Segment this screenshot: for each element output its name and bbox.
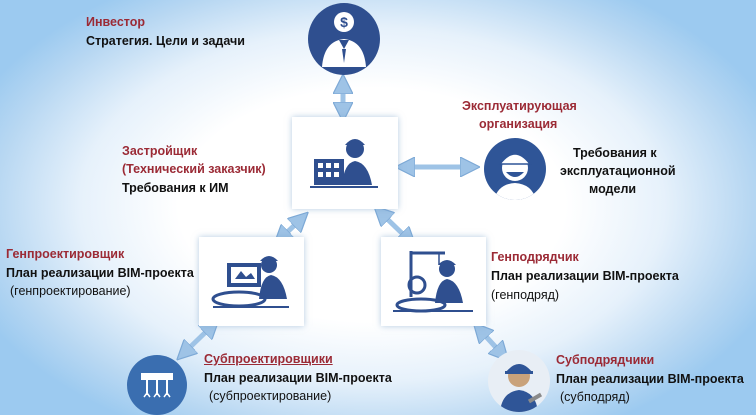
subcontractors-role: Субподрядчики	[556, 353, 655, 367]
general-designer-icon-box	[199, 237, 304, 326]
investor-desc: Стратегия. Цели и задачи	[86, 34, 245, 48]
subcontractors-sub: (субподряд)	[560, 390, 630, 404]
subcontractors-desc: План реализации BIM-проекта	[556, 372, 744, 386]
builder-building-icon	[310, 139, 378, 188]
operator-desc-line2: эксплуатационной	[560, 164, 676, 178]
operator-desc-line3: модели	[589, 182, 637, 196]
developer-icon-box	[292, 117, 398, 209]
general-contractor-sub: (генподряд)	[491, 288, 560, 302]
subdesigners-icon	[127, 355, 187, 415]
subcontractors-icon	[488, 350, 550, 412]
designer-drawings-icon	[211, 256, 289, 308]
developer-role-line2: (Технический заказчик)	[122, 162, 266, 176]
subdesigners-desc: План реализации BIM-проекта	[204, 371, 392, 385]
svg-text:$: $	[340, 14, 348, 30]
operator-desc-line1: Требования к	[573, 146, 657, 160]
arrow-developer-contractor	[381, 213, 409, 240]
operator-role-line1: Эксплуатирующая	[462, 99, 577, 113]
contractor-crane-icon	[393, 251, 473, 313]
general-designer-sub: (генпроектирование)	[10, 284, 131, 298]
general-contractor-desc: План реализации BIM-проекта	[491, 269, 679, 283]
developer-desc: Требования к ИМ	[122, 181, 229, 195]
operator-role-line2: организация	[479, 117, 558, 131]
arrow-contractor-subcontractors	[480, 330, 502, 354]
general-contractor-icon-box	[381, 237, 486, 326]
general-designer-desc: План реализации BIM-проекта	[6, 266, 194, 280]
arrow-developer-designer	[281, 219, 301, 238]
investor-role: Инвестор	[86, 15, 146, 29]
general-contractor-role: Генподрядчик	[491, 250, 579, 264]
arrow-designer-subdesigners	[184, 326, 212, 353]
investor-icon: $	[308, 3, 380, 75]
subdesigners-sub: (субпроектирование)	[209, 389, 332, 403]
operator-icon	[484, 138, 546, 200]
developer-role-line1: Застройщик	[122, 144, 198, 158]
subdesigners-role: Субпроектировщики	[204, 352, 333, 366]
general-designer-role: Генпроектировщик	[6, 247, 125, 261]
